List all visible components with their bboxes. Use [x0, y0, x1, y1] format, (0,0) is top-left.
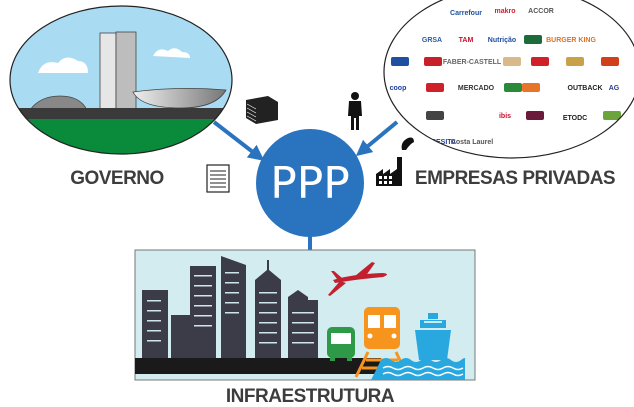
company-logo-mark	[426, 111, 444, 120]
ppp-node: PPP	[256, 129, 364, 237]
company-logo-mark	[601, 57, 619, 66]
government-label: GOVERNO	[70, 168, 164, 189]
company-logo: ibis	[499, 113, 511, 120]
company-logo-mark	[503, 57, 521, 66]
enterprise-logos: Carrefour makro ACCOR GRSA TAM Nutrição BURGER…	[384, 0, 634, 158]
company-logo: coop	[390, 85, 407, 92]
company-logo-mark	[504, 83, 522, 92]
bus-icon	[327, 327, 355, 361]
money-stack-icon	[246, 96, 278, 124]
company-logo-mark	[426, 83, 444, 92]
company-logo: Carrefour	[450, 10, 482, 17]
company-logo-mark	[522, 83, 540, 92]
company-logo: AG	[609, 85, 620, 92]
company-logo-mark	[603, 111, 621, 120]
cloud-icon	[153, 48, 190, 58]
company-logo: ETODC	[563, 115, 587, 122]
company-logo-mark	[524, 35, 542, 44]
company-logo: Costa Laurel	[451, 139, 493, 146]
airplane-icon	[328, 262, 387, 296]
company-logo-mark	[526, 111, 544, 120]
company-logo-mark	[424, 57, 442, 66]
ship-icon	[371, 313, 466, 380]
company-logo: ACESITA	[426, 139, 456, 146]
arrow-enterprises-to-ppp	[355, 120, 399, 157]
company-logo: GRSA	[422, 37, 442, 44]
company-logo: makro	[494, 8, 515, 15]
company-logo-mark	[531, 57, 549, 66]
infrastructure-label: INFRAESTRUTURA	[226, 386, 395, 407]
businessman-icon	[348, 92, 362, 130]
government-illustration	[10, 6, 232, 154]
company-logo: BURGER KING	[546, 37, 596, 44]
infrastructure-illustration	[134, 249, 476, 381]
company-logo: FABER-CASTELL	[443, 59, 502, 66]
document-icon	[206, 164, 230, 193]
road	[135, 358, 381, 374]
company-logo: MERCADO	[458, 85, 495, 92]
company-logo: OUTBACK	[568, 85, 603, 92]
company-logo: TAM	[459, 37, 474, 44]
factory-icon	[376, 137, 414, 186]
company-logo-mark	[391, 57, 409, 66]
company-logo-mark	[566, 57, 584, 66]
arrow-government-to-ppp	[212, 120, 265, 161]
private-companies-label: EMPRESAS PRIVADAS	[415, 168, 615, 189]
company-logo: Nutrição	[488, 37, 516, 44]
company-logo: ACCOR	[528, 8, 554, 15]
cloud-icon	[38, 57, 88, 73]
ppp-label: PPP	[270, 158, 350, 209]
